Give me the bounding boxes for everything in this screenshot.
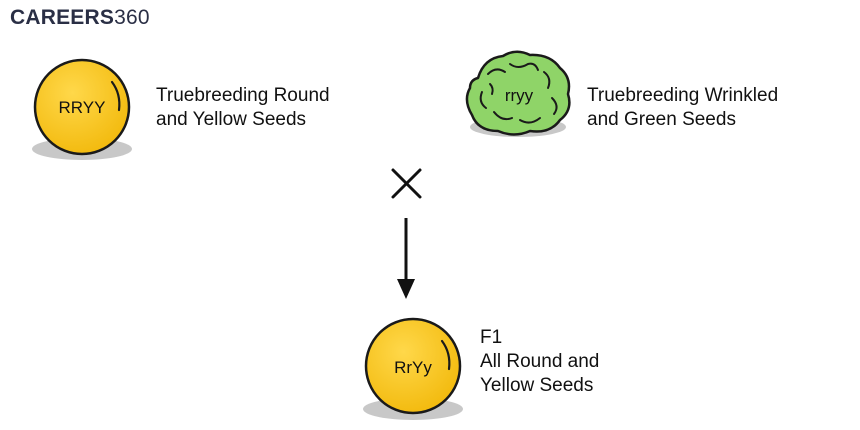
parent2-line2: and Green Seeds: [587, 109, 736, 130]
offspring-seed: RrYy: [363, 317, 463, 420]
offspring-line2: All Round and: [480, 351, 600, 372]
parent1-seed-body: [33, 58, 131, 156]
offspring-line1: F1: [480, 327, 503, 348]
parent2-genotype: rryy: [505, 86, 534, 105]
offspring-seed-body: [364, 317, 462, 415]
parent2-seed: rryy: [465, 50, 571, 137]
logo-light-text: 360: [114, 6, 150, 29]
offspring-description: F1 All Round and Yellow Seeds: [480, 326, 599, 398]
parent2-line1: Truebreeding Wrinkled: [587, 85, 779, 106]
cross-symbol: [391, 168, 422, 199]
logo-bold-text: CAREERS: [10, 6, 115, 29]
parent1-seed: RRYY: [32, 58, 132, 160]
parent1-seed-highlight: [110, 80, 121, 112]
parent1-genotype: RRYY: [59, 98, 106, 117]
careers360-logo: CAREERS360: [10, 6, 150, 30]
offspring-seed-highlight: [440, 339, 451, 371]
offspring-genotype: RrYy: [394, 358, 432, 377]
parent1-line2: and Yellow Seeds: [156, 109, 307, 130]
parent1-line1: Truebreeding Round: [156, 85, 330, 106]
offspring-line3: Yellow Seeds: [480, 375, 594, 396]
parent2-wrinkles: [479, 62, 558, 124]
parent2-description: Truebreeding Wrinkled and Green Seeds: [587, 84, 778, 132]
parent1-description: Truebreeding Round and Yellow Seeds: [156, 84, 330, 132]
arrow-down-icon: [397, 218, 415, 299]
